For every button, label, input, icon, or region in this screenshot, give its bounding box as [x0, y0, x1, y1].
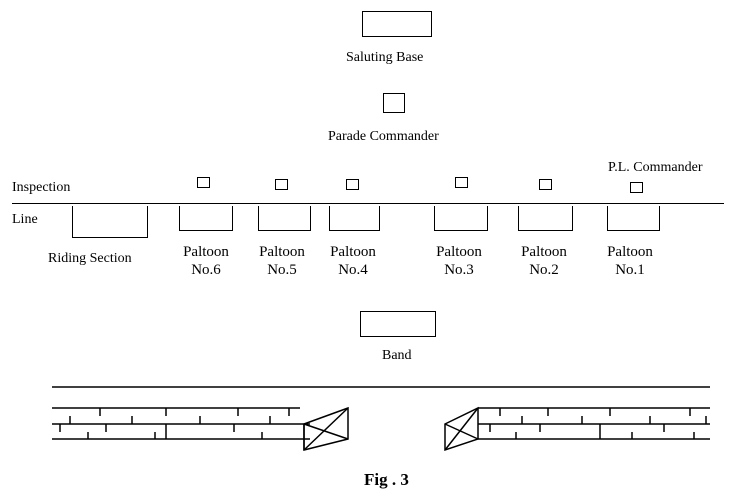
right-brick-wall [478, 407, 710, 440]
band-label: Band [382, 348, 412, 363]
figure-caption: Fig . 3 [364, 470, 409, 489]
right-gate [444, 406, 479, 452]
platoon-6-number: No.6 [191, 262, 221, 278]
platoon-1-number: No.1 [615, 262, 645, 278]
platoon-3-label: Paltoon No.3 [419, 243, 499, 279]
platoon-4-number: No.4 [338, 262, 368, 278]
left-brick-wall [52, 407, 310, 440]
platoon-6-label: Paltoon No.6 [166, 243, 246, 279]
band-box [360, 311, 436, 337]
commander-marker-6 [197, 177, 210, 188]
commander-marker-4 [346, 179, 359, 190]
platoon-5-name: Paltoon [259, 244, 305, 260]
platoon-1-label: Paltoon No.1 [590, 243, 670, 279]
parade-commander-label: Parade Commander [328, 129, 439, 144]
platoon-1-box [607, 206, 660, 231]
inspection-line [12, 203, 724, 204]
commander-marker-1 [630, 182, 643, 193]
inspection-label: Inspection [12, 180, 71, 195]
riding-section-label: Riding Section [48, 251, 132, 266]
platoon-2-number: No.2 [529, 262, 559, 278]
commander-marker-3 [455, 177, 468, 188]
platoon-4-label: Paltoon No.4 [313, 243, 393, 279]
platoon-5-label: Paltoon No.5 [242, 243, 322, 279]
platoon-6-name: Paltoon [183, 244, 229, 260]
commander-marker-2 [539, 179, 552, 190]
platoon-6-box [179, 206, 233, 231]
platoon-5-number: No.5 [267, 262, 297, 278]
parade-commander-box [383, 93, 405, 113]
line-label: Line [12, 212, 38, 227]
platoon-2-label: Paltoon No.2 [504, 243, 584, 279]
saluting-base-label: Saluting Base [346, 50, 424, 65]
platoon-4-box [329, 206, 380, 231]
platoon-5-box [258, 206, 311, 231]
left-gate [303, 406, 349, 451]
commander-marker-5 [275, 179, 288, 190]
platoon-2-name: Paltoon [521, 244, 567, 260]
saluting-base-box [362, 11, 432, 37]
platoon-2-box [518, 206, 573, 231]
platoon-3-number: No.3 [444, 262, 474, 278]
platoon-3-name: Paltoon [436, 244, 482, 260]
platoon-4-name: Paltoon [330, 244, 376, 260]
riding-section-box [72, 206, 148, 238]
pl-commander-label: P.L. Commander [608, 160, 703, 175]
platoon-3-box [434, 206, 488, 231]
platoon-1-name: Paltoon [607, 244, 653, 260]
